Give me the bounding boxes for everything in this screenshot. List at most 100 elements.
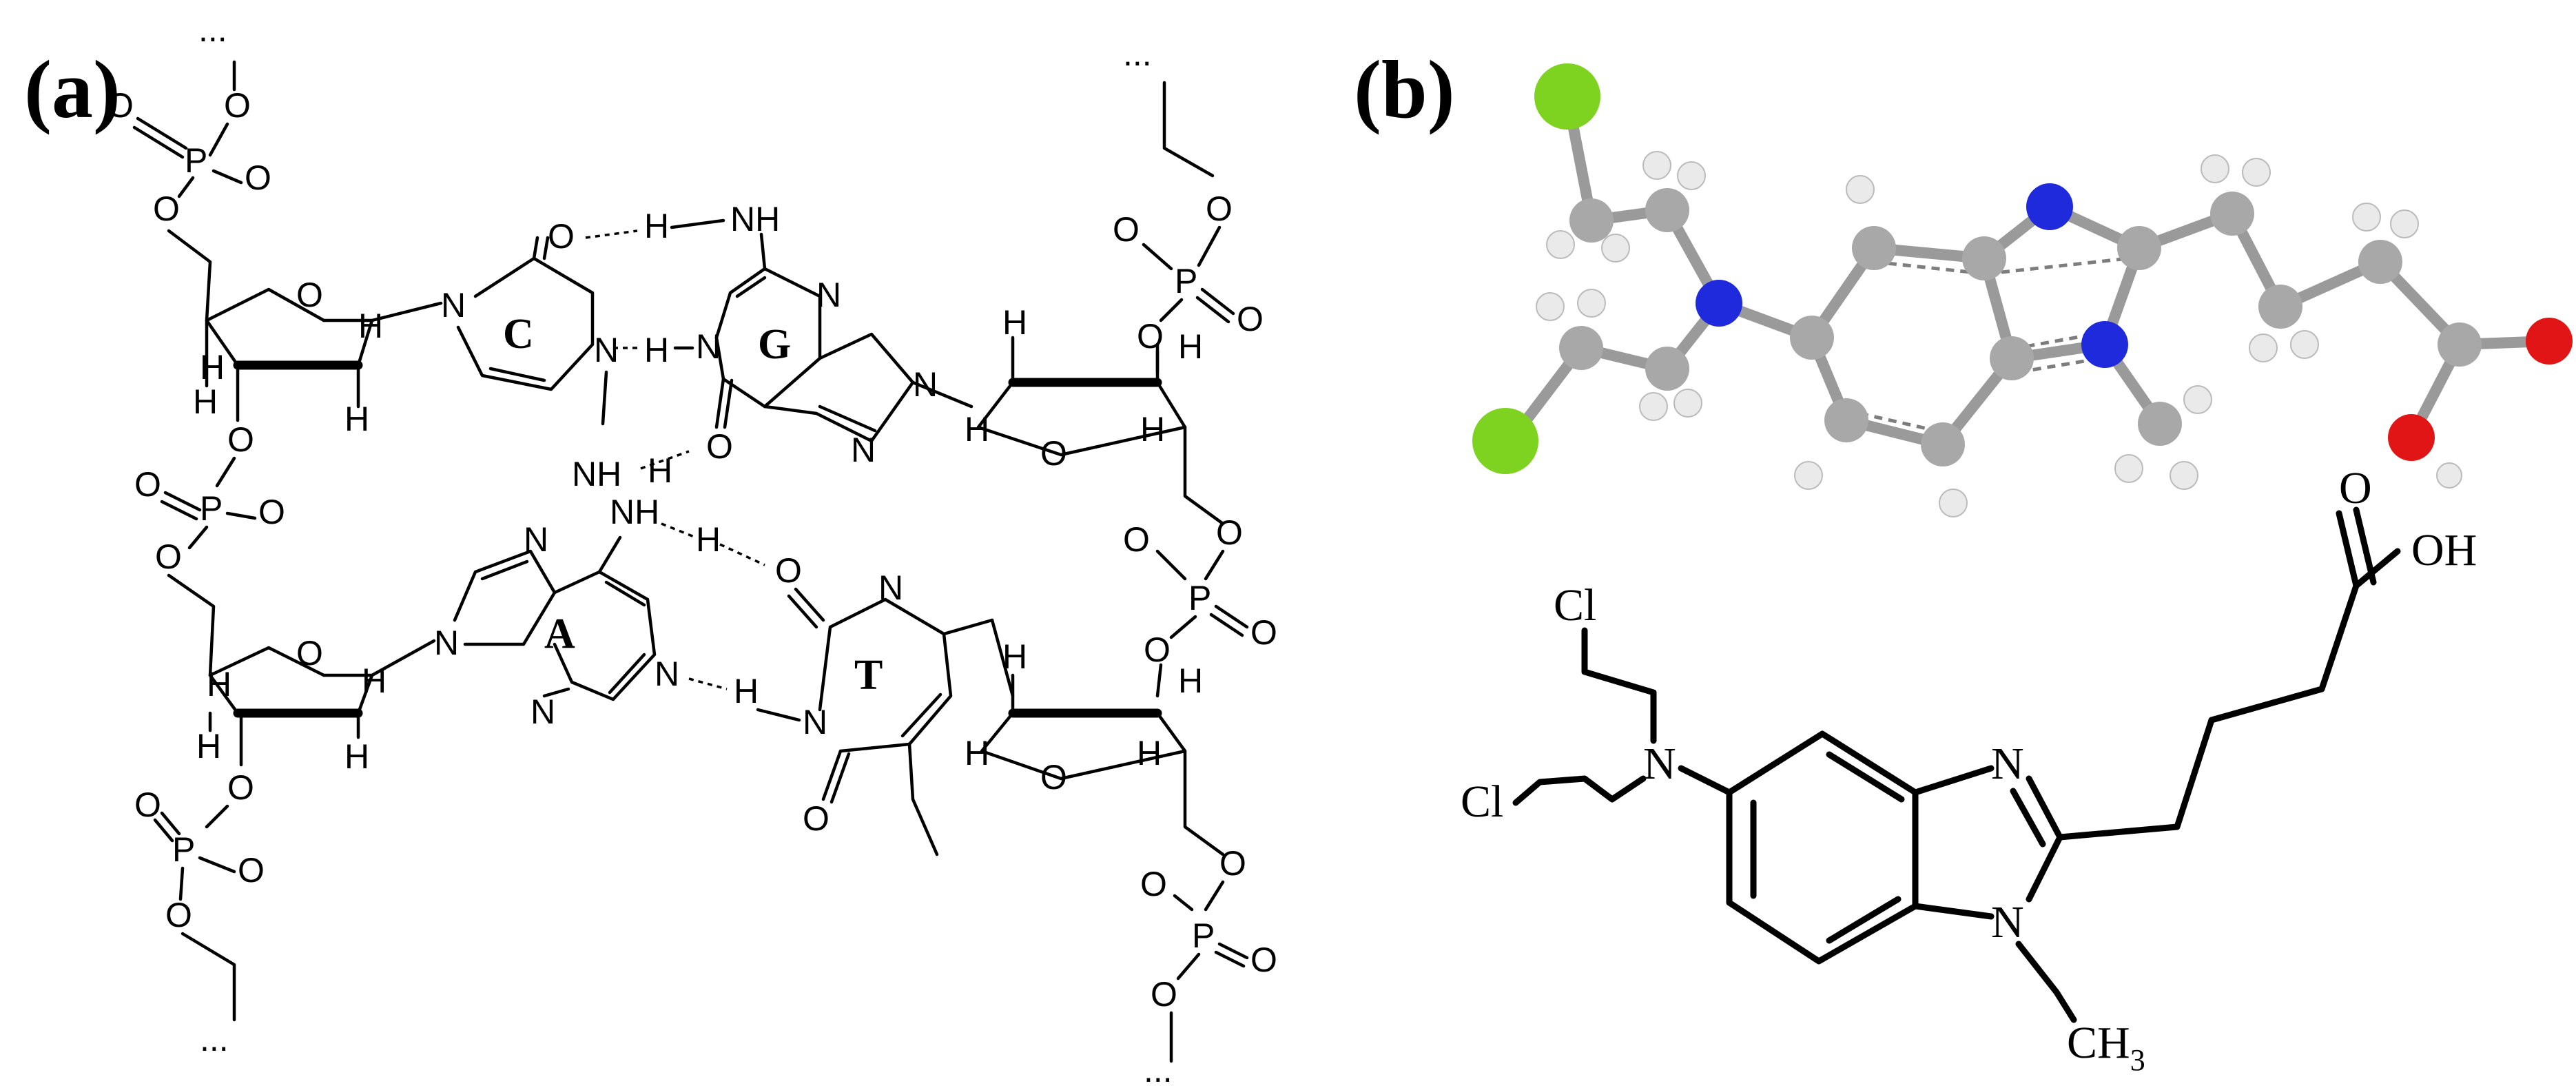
carbonyl-oxygen: O	[803, 799, 830, 838]
oxygen: O	[134, 786, 161, 824]
phosphate-p: P	[1175, 262, 1197, 300]
hydroxyl-label: OH	[2411, 525, 2477, 575]
amine: NH	[730, 200, 780, 238]
atom-carbon	[1645, 188, 1689, 232]
atom-hydrogen	[2242, 158, 2271, 187]
panel-label-a: (a)	[24, 43, 121, 135]
atoms-3d	[1472, 63, 2573, 517]
hydrogen: H	[344, 400, 369, 438]
oxygen: O	[227, 420, 254, 459]
hydrogen: H	[1178, 327, 1203, 366]
carbonyl-oxygen: O	[548, 217, 575, 256]
oxygen: O	[224, 86, 251, 125]
atom-hydrogen	[2201, 154, 2229, 183]
atom-carbon	[2438, 322, 2482, 367]
oxygen: O	[1113, 210, 1140, 249]
oxygen: O	[165, 896, 192, 934]
panel-b: (b)	[1354, 43, 2573, 1077]
atom-hydrogen	[1846, 175, 1875, 204]
ring-nitrogen: N	[878, 568, 903, 607]
ring-nitrogen: N	[655, 655, 679, 693]
ring-nitrogen: N	[530, 692, 555, 731]
atom-hydrogen	[1794, 461, 1823, 490]
methyl-label: CH3	[2067, 1018, 2145, 1077]
amine: NH	[610, 493, 659, 531]
ring-oxygen: O	[1040, 758, 1067, 797]
phosphate-p: P	[200, 489, 223, 528]
oxygen: O	[227, 768, 254, 807]
strand-right-bottom: O H H H H O O P O O ...	[965, 618, 1277, 1088]
atom-hydrogen	[2170, 461, 2198, 490]
ring-oxygen: O	[296, 276, 323, 314]
hydrogen: H	[648, 451, 672, 490]
oxygen: O	[1151, 975, 1177, 1014]
panel-a: (a) ... O O P O O O H H H H	[24, 10, 1277, 1088]
atom-hydrogen	[1673, 389, 1702, 418]
ring-nitrogen: N	[434, 624, 459, 662]
atom-carbon	[2210, 192, 2254, 236]
ring-nitrogen: N	[441, 286, 466, 325]
hydrogen: H	[1140, 410, 1165, 449]
atom-hydrogen	[2183, 385, 2212, 414]
ring-nitrogen: N	[816, 276, 841, 314]
hydrogen: H	[1002, 303, 1027, 342]
oxygen: O	[1216, 513, 1243, 552]
hydrogen: H	[1178, 661, 1203, 700]
phosphate-p: P	[1192, 916, 1215, 955]
atom-carbon	[1921, 422, 1965, 466]
ball-and-stick-model	[1472, 63, 2573, 517]
ring-nitrogen: N	[524, 520, 548, 559]
oxygen: O	[1123, 520, 1150, 559]
hydrogen: H	[193, 382, 218, 421]
hydrogen: H	[196, 727, 221, 766]
carbonyl-oxygen: O	[706, 427, 733, 466]
atom-hydrogen	[2352, 203, 2381, 232]
oxygen: O	[1250, 613, 1277, 652]
phosphate-p: P	[1188, 579, 1211, 617]
hydrogen: H	[200, 348, 225, 387]
continuation-dots-top-left: ...	[198, 10, 227, 49]
hydrogen: H	[696, 520, 721, 559]
atom-hydrogen	[2114, 454, 2143, 483]
oxygen: O	[153, 189, 180, 228]
atom-carbon	[1559, 326, 1603, 370]
atom-nitrogen	[2081, 321, 2128, 368]
hydrogen: H	[344, 737, 369, 776]
atom-nitrogen	[1696, 280, 1742, 327]
oxygen: O	[134, 465, 161, 504]
hydrogen: H	[965, 734, 989, 772]
ring-nitrogen-label: N	[1991, 897, 2024, 947]
continuation-dots-top-right: ...	[1123, 34, 1152, 73]
hydrogen: H	[1002, 637, 1027, 676]
hydrogen: H	[644, 331, 669, 369]
atom-carbon	[1569, 198, 1614, 243]
oxygen: O	[1137, 317, 1164, 356]
atom-carbon	[2258, 285, 2302, 329]
ring-nitrogen: N	[594, 331, 619, 369]
atom-carbon	[1824, 398, 1868, 442]
continuation-dots-bottom-right: ...	[1144, 1051, 1173, 1088]
oxygen: O	[1219, 844, 1246, 883]
oxygen: O	[238, 851, 265, 890]
atom-carbon	[1852, 226, 1896, 270]
strand-left-top: ... O O P O O O H H H H O	[107, 10, 383, 677]
ring-oxygen: O	[1040, 434, 1067, 473]
atom-carbon	[1645, 347, 1689, 391]
hydrogen: H	[362, 661, 387, 700]
oxygen: O	[1206, 189, 1233, 228]
base-letter-t: T	[854, 652, 883, 699]
skeletal-structure: Cl N Cl N N CH3 O OH	[1461, 463, 2477, 1077]
strand-left-bottom: O H H H H O P O O O ...	[134, 634, 387, 1058]
atom-hydrogen	[2290, 330, 2319, 359]
base-letter-c: C	[503, 311, 534, 358]
atom-carbon	[2138, 402, 2182, 446]
ring-nitrogen-label: N	[1991, 739, 2024, 789]
atom-hydrogen	[1546, 230, 1575, 259]
atom-hydrogen	[1601, 234, 1630, 263]
atom-hydrogen	[1677, 161, 1706, 190]
phosphate-p: P	[172, 830, 195, 869]
oxygen: O	[258, 493, 285, 531]
chlorine-label: Cl	[1554, 580, 1596, 630]
continuation-dots-bottom-left: ...	[200, 1020, 229, 1058]
